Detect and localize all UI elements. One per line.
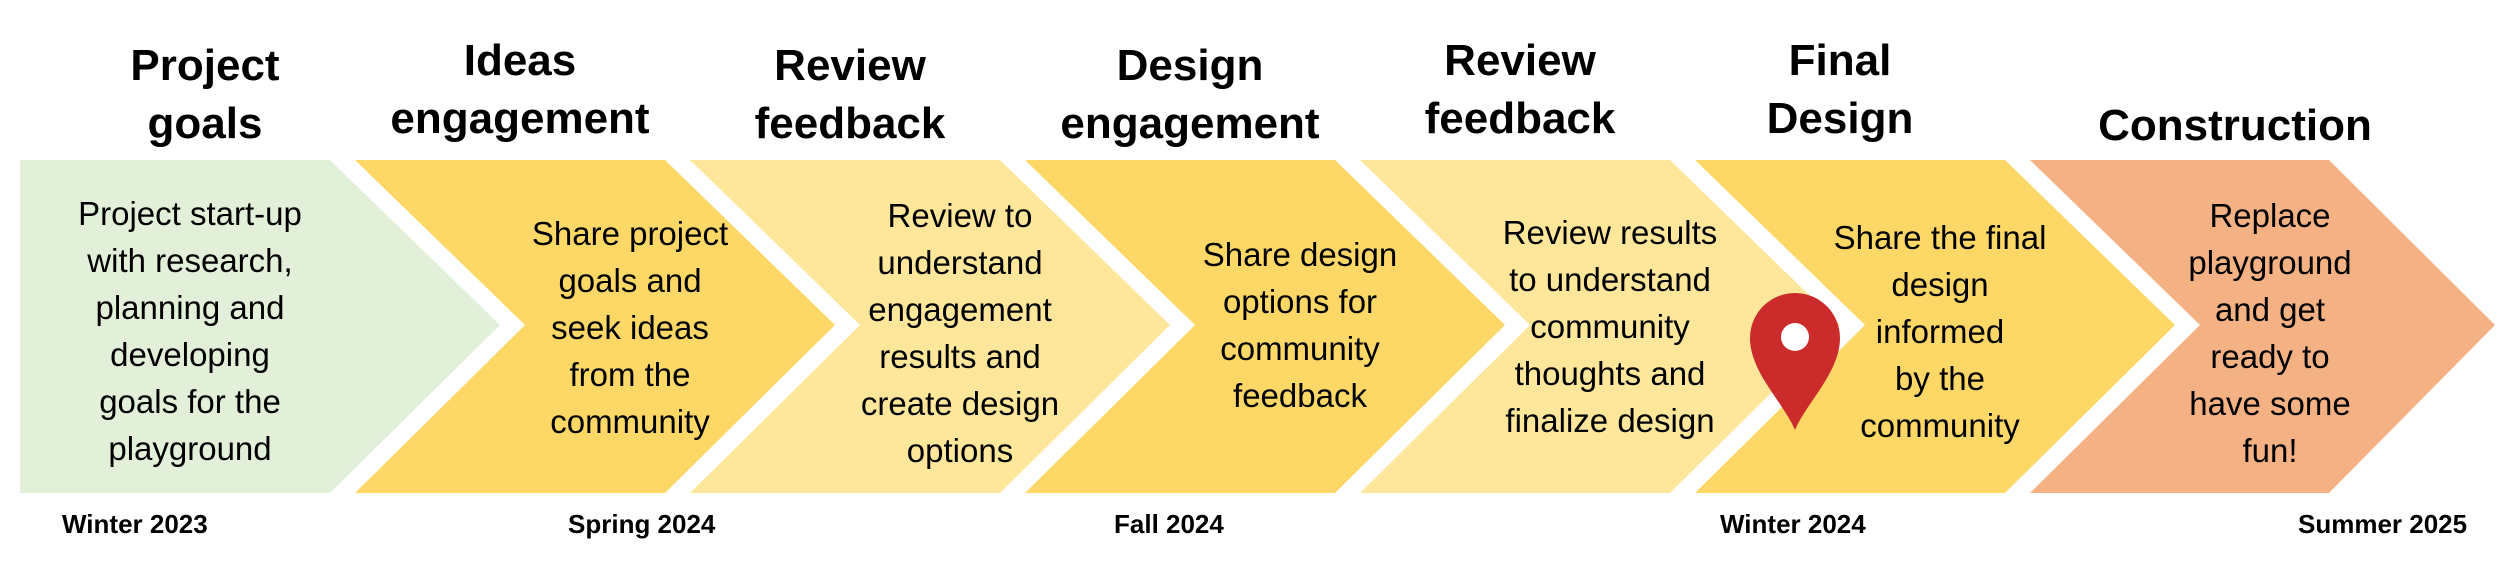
stage-description-5: Review results to understand community t… — [1502, 214, 1718, 439]
stage-title-5: Review feedback — [1424, 36, 1616, 143]
stage-title-3: Review feedback — [754, 41, 946, 148]
stage-arrow-5 — [1360, 160, 1840, 493]
stage-title-6: Final Design — [1766, 36, 1914, 143]
stage-arrow-2 — [355, 160, 835, 493]
stage-arrow-6 — [1695, 160, 2175, 493]
stage-title-7: Construction — [2098, 101, 2372, 150]
stage-arrow-3 — [690, 160, 1170, 493]
map-pin-hole — [1781, 323, 1809, 351]
stage-description-7: Replace playground and get ready to have… — [2188, 197, 2352, 469]
map-pin-body — [1750, 293, 1840, 430]
stage-description-6: Share the final design informed by the c… — [1833, 219, 2047, 444]
date-label-3: Fall 2024 — [1114, 509, 1224, 539]
date-label-1: Winter 2023 — [62, 509, 208, 539]
map-pin-icon — [1750, 293, 1840, 430]
stage-title-2: Ideas engagement — [390, 36, 650, 143]
stage-description-4: Share design options for community feedb… — [1202, 236, 1398, 414]
stage-title-4: Design engagement — [1060, 41, 1320, 148]
stage-title-1: Project goals — [130, 41, 280, 148]
stage-description-1: Project start-up with research, planning… — [78, 195, 302, 467]
date-label-4: Winter 2024 — [1720, 509, 1866, 539]
date-label-5: Summer 2025 — [2298, 509, 2468, 539]
stage-arrow-1 — [20, 160, 500, 493]
stage-description-3: Review to understand engagement results … — [860, 197, 1060, 469]
stage-description-2: Share project goals and seek ideas from … — [531, 215, 729, 440]
date-label-2: Spring 2024 — [568, 509, 716, 539]
stage-arrow-4 — [1025, 160, 1505, 493]
stage-arrow-7 — [2030, 160, 2495, 493]
